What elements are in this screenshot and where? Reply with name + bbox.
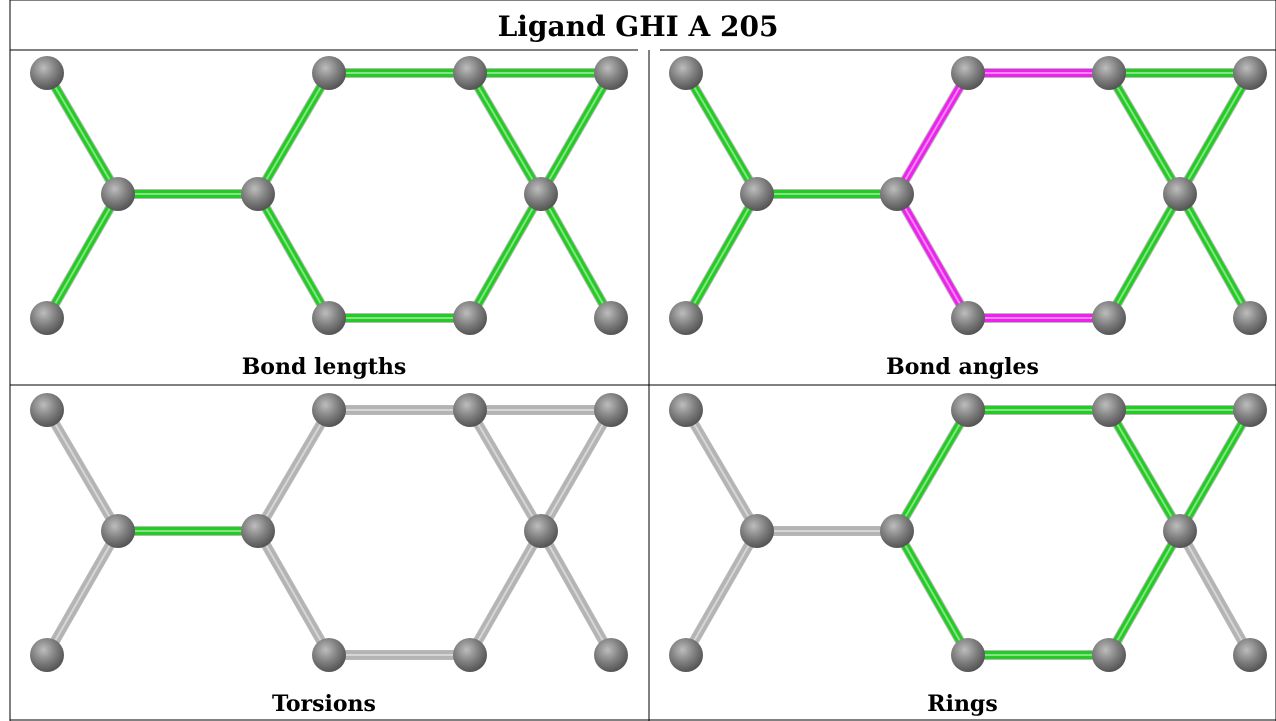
panel-bond-lengths — [30, 56, 628, 335]
atom — [594, 56, 628, 90]
bond — [253, 70, 334, 197]
atom — [241, 177, 275, 211]
bond — [253, 528, 334, 658]
bond — [892, 191, 973, 321]
bond — [42, 191, 123, 321]
atom — [1163, 514, 1197, 548]
bond — [465, 191, 546, 321]
panel-caption-bond-lengths: Bond lengths — [241, 354, 407, 380]
bond — [1104, 70, 1185, 197]
bond — [253, 191, 334, 321]
bond — [1104, 191, 1185, 321]
bond — [465, 528, 546, 658]
atom — [740, 514, 774, 548]
atom — [1233, 301, 1267, 335]
atom — [1092, 638, 1126, 672]
atom — [30, 393, 64, 427]
atom — [312, 301, 346, 335]
panel-caption-bond-angles: Bond angles — [886, 354, 1039, 380]
atom — [312, 56, 346, 90]
atom — [312, 638, 346, 672]
atom — [1233, 393, 1267, 427]
bond — [536, 70, 616, 197]
atom — [951, 301, 985, 335]
atom — [740, 177, 774, 211]
bond — [681, 70, 762, 197]
atom — [880, 514, 914, 548]
atom — [669, 638, 703, 672]
atom — [594, 301, 628, 335]
bond — [536, 528, 616, 658]
bond — [892, 70, 973, 197]
atom — [1233, 638, 1267, 672]
panel-bond-angles — [669, 56, 1267, 335]
atom — [241, 514, 275, 548]
panel-caption-rings: Rings — [927, 691, 998, 717]
bond — [1104, 528, 1185, 658]
bond — [681, 407, 762, 534]
bond — [681, 528, 762, 658]
atom — [524, 177, 558, 211]
atom — [1092, 301, 1126, 335]
panel-rings — [669, 393, 1267, 672]
atom — [1092, 56, 1126, 90]
bond — [536, 407, 616, 534]
atom — [1233, 56, 1267, 90]
atom — [453, 301, 487, 335]
atom — [669, 56, 703, 90]
atom — [951, 393, 985, 427]
bond — [42, 528, 123, 658]
atom — [594, 638, 628, 672]
bond — [1175, 191, 1255, 321]
atom — [101, 177, 135, 211]
atom — [453, 638, 487, 672]
bond — [536, 191, 616, 321]
bond — [465, 70, 546, 197]
atom — [101, 514, 135, 548]
bond — [1175, 528, 1255, 658]
bond — [1175, 407, 1255, 534]
atom — [312, 393, 346, 427]
atom — [594, 393, 628, 427]
atom — [453, 56, 487, 90]
atom — [30, 638, 64, 672]
bond — [681, 191, 762, 321]
bond — [42, 70, 123, 197]
atom — [30, 301, 64, 335]
bond — [892, 528, 973, 658]
atom — [524, 514, 558, 548]
panel-torsions — [30, 393, 628, 672]
bond — [253, 407, 334, 534]
atom — [1092, 393, 1126, 427]
atom — [951, 56, 985, 90]
atom — [669, 393, 703, 427]
atom — [669, 301, 703, 335]
atom — [1163, 177, 1197, 211]
bond — [892, 407, 973, 534]
panel-caption-torsions: Torsions — [272, 691, 376, 717]
atom — [453, 393, 487, 427]
bond — [42, 407, 123, 534]
atom — [951, 638, 985, 672]
atom — [30, 56, 64, 90]
figure-title: Ligand GHI A 205 — [497, 10, 779, 43]
atom — [880, 177, 914, 211]
bond — [1175, 70, 1255, 197]
bond — [1104, 407, 1185, 534]
bond — [465, 407, 546, 534]
